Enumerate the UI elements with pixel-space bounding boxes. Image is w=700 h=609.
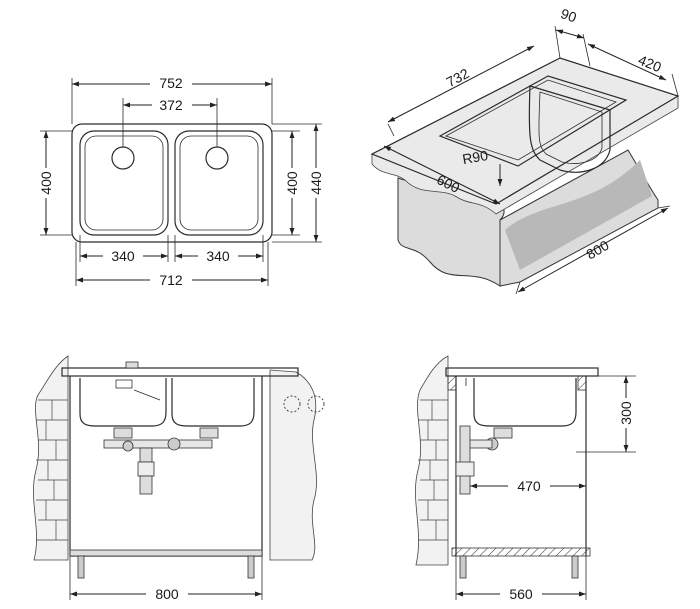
dim-line-800-iso: [517, 207, 669, 293]
dim-line-732: [387, 45, 535, 123]
wall-right: [269, 369, 317, 561]
left-bowl: [79, 130, 169, 236]
dim-bowl-depth: 300: [618, 401, 634, 425]
top-view: 752 372 400 400 440 340 34: [38, 75, 324, 288]
dim-drain-spacing: 372: [159, 97, 183, 113]
side-brick-wall: [415, 355, 449, 566]
dim-length: 732: [444, 65, 472, 90]
dim-cabinet-depth: 560: [509, 586, 533, 602]
front-bowl-left: [79, 378, 167, 427]
front-countertop: [61, 367, 299, 377]
dim-overall-width: 752: [159, 75, 183, 91]
side-drain-assembly: [455, 425, 513, 495]
left-bowl-inner: [84, 135, 164, 231]
right-bowl: [174, 130, 264, 236]
dim-overall-height: 440: [308, 171, 324, 195]
side-view: 300 470 560: [415, 355, 636, 602]
side-bowl: [473, 378, 577, 427]
right-drain: [205, 146, 229, 170]
left-drain: [111, 146, 135, 170]
dim-depth-top: 90: [559, 5, 579, 25]
dim-line-90: [555, 29, 585, 39]
dim-left-bowl-width: 340: [111, 248, 135, 264]
front-view: 800: [33, 355, 325, 602]
front-bowl-right: [171, 378, 255, 427]
dim-inner-height: 400: [38, 171, 54, 195]
bowl: [528, 85, 611, 173]
side-countertop: [445, 367, 599, 377]
outlet-marker-2: [307, 395, 325, 413]
brick-wall-left: [33, 355, 69, 561]
dim-drain-offset: 470: [517, 478, 541, 494]
drain-assembly: [103, 427, 219, 495]
dim-right-bowl-width: 340: [206, 248, 230, 264]
sink-outline: [71, 123, 273, 243]
outlet-marker-1: [283, 395, 301, 413]
dim-inner-width: 712: [159, 272, 183, 288]
dim-line-420: [587, 43, 667, 81]
iso-view: 90 420 732 R90 600 800: [370, 5, 680, 295]
dim-bowl-height: 400: [284, 171, 300, 195]
dim-cabinet-width-front: 800: [155, 586, 179, 602]
dim-line-600: [383, 145, 501, 205]
dim-depth: 420: [636, 52, 664, 76]
right-bowl-inner: [179, 135, 259, 231]
cabinet-floor: [451, 547, 591, 557]
